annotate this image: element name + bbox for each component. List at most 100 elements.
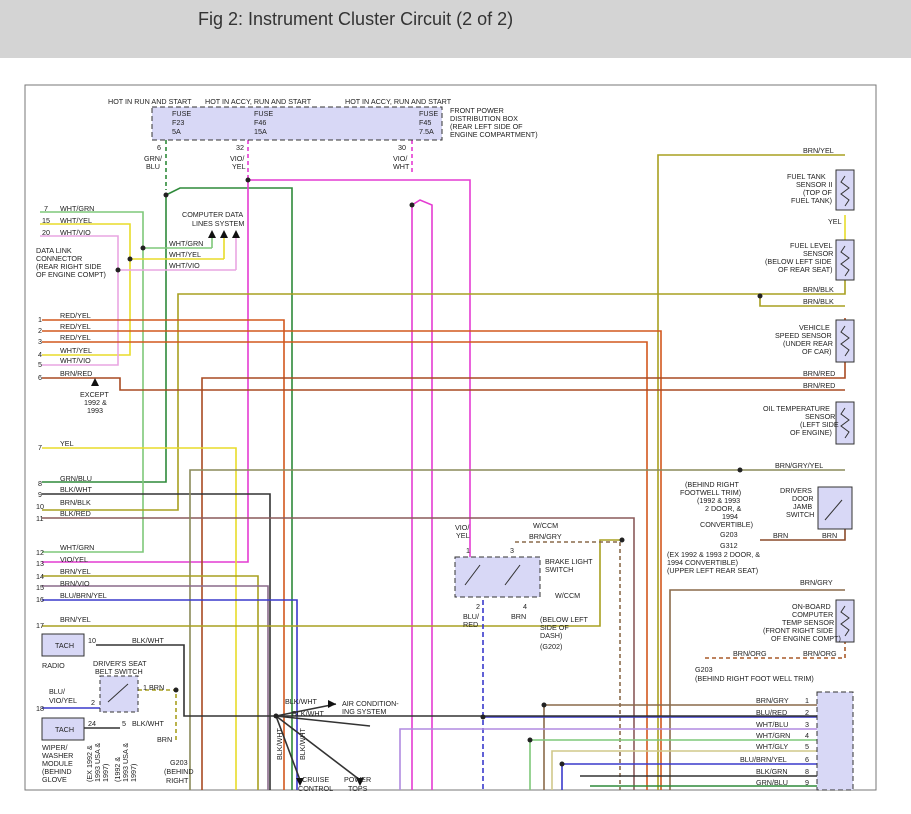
tach-box — [41, 633, 85, 657]
brake-below-2: SIDE OF — [540, 623, 569, 632]
pin-11: 11 — [36, 514, 43, 523]
dlc-wire-20: WHT/VIO — [60, 228, 91, 237]
brake-below-4: (G202) — [540, 642, 562, 651]
wire-pink-main — [248, 179, 471, 560]
door-note-l2: FOOTWELL TRIM) — [680, 488, 741, 497]
seat-belt-l2: BELT SWITCH — [95, 667, 143, 676]
sensor-symbols — [107, 175, 850, 703]
conn-9-wire: GRN/BLU — [756, 778, 788, 787]
conn-4-num: 4 — [805, 731, 809, 740]
pin-3: 3 — [38, 337, 42, 346]
fuse-f23-pin: 6 — [157, 143, 161, 152]
wire-red-yel-1 — [42, 319, 285, 790]
radio-label: RADIO — [42, 661, 65, 670]
computer-data-l2: LINES SYSTEM — [192, 219, 244, 228]
wire-blk-wht-9 — [42, 493, 271, 790]
pin-7: 7 — [38, 443, 42, 452]
power-box — [151, 106, 443, 141]
wire-brn-gry-obc — [669, 589, 845, 790]
figure-title: Fig 2: Instrument Cluster Circuit (2 of … — [198, 9, 514, 29]
wire-brn-org — [702, 640, 846, 659]
pin-15-wire: BRN/VIO — [60, 579, 90, 588]
pin-6-wire: BRN/RED — [60, 369, 92, 378]
vss-l2: SPEED SENSOR — [775, 331, 832, 340]
wire-pink-f45b — [411, 199, 433, 790]
oil-l3: (LEFT SIDE — [800, 420, 839, 429]
brake-pin-1: 1 — [466, 546, 470, 555]
pin-12: 12 — [36, 548, 44, 557]
brake-blu-b: RED — [463, 620, 478, 629]
obc-ground: G203 — [695, 665, 713, 674]
door-note2-l3: (UPPER LEFT REAR SEAT) — [667, 566, 758, 575]
vss-l3: (UNDER REAR — [783, 339, 833, 348]
obc-wire: BRN/GRY — [800, 578, 833, 587]
tach2-label: TACH — [55, 725, 74, 734]
wire-pink-left — [42, 180, 249, 563]
brake-pin-4: 4 — [523, 602, 527, 611]
obc-wire-g1: BRN/ORG — [733, 649, 767, 658]
pin-18: 18 — [36, 704, 44, 713]
dlc-l1: DATA LINK — [36, 246, 72, 255]
wiper-l2: WASHER — [42, 751, 73, 760]
door-note2-l1: (EX 1992 & 1993 2 DOOR, & — [667, 550, 760, 559]
label-hot-run-start: HOT IN RUN AND START — [108, 97, 192, 106]
pin-5b: 5 — [122, 719, 126, 728]
wire-blk-red-11 — [42, 517, 635, 790]
data-wire-vio: WHT/VIO — [169, 261, 200, 270]
wiper-l5: GLOVE — [42, 775, 67, 784]
pin-2: 2 — [38, 326, 42, 335]
figure-header: Fig 2: Instrument Cluster Circuit (2 of … — [0, 0, 911, 58]
seat-belt-box — [99, 675, 139, 713]
small-brn: BRN — [157, 735, 172, 744]
vss-wire-b: BRN/RED — [803, 381, 835, 390]
dlc-wire-7: WHT/GRN — [60, 204, 94, 213]
diagram-frame — [24, 84, 877, 791]
cruise-l1: CRUISE — [302, 775, 329, 784]
door-note-l5: 1994 — [722, 512, 738, 521]
pin-13-wire: VIO/YEL — [60, 555, 88, 564]
conn-1-wire: BRN/GRY — [756, 696, 789, 705]
g203-l1: G203 — [170, 758, 188, 767]
fuel-level-l3: (BELOW LEFT SIDE — [765, 257, 832, 266]
f45-wire-b: WHT — [393, 162, 410, 171]
fuel-tank-wire-top: BRN/YEL — [803, 146, 834, 155]
pin-12-wire: WHT/GRN — [60, 543, 94, 552]
f23-wire-a: GRN/ — [144, 154, 162, 163]
fuel-level-l1: FUEL LEVEL — [790, 241, 832, 250]
brake-brn-gry: BRN/GRY — [529, 532, 562, 541]
conn-6-wire: BLU/BRN/YEL — [740, 755, 787, 764]
wire-brn-yel-17 — [42, 539, 622, 627]
cruise-l2: CONTROL — [298, 784, 333, 793]
door-wire: BRN/GRY/YEL — [775, 461, 823, 470]
wire-ac-1 — [275, 703, 337, 717]
pin-13: 13 — [36, 559, 44, 568]
vss-l4: OF CAR) — [802, 347, 832, 356]
brake-l2: SWITCH — [545, 565, 573, 574]
pin-5: 5 — [38, 360, 42, 369]
pin-10-wire: BRN/BLK — [60, 498, 91, 507]
rot-b-1: (1992 & — [113, 757, 122, 782]
wire-brn-yel-top — [657, 154, 845, 790]
fuel-tank-wire-mid: YEL — [828, 217, 842, 226]
door-note-l3: (1992 & 1993 — [697, 496, 740, 505]
wire-brn-gry-brake — [515, 541, 621, 790]
wire-dlc-wht-yel — [40, 223, 131, 356]
fuel-level-wire-b: BRN/BLK — [803, 297, 834, 306]
conn-3-wire: WHT/BLU — [756, 720, 788, 729]
ac-l1: AIR CONDITION- — [342, 699, 399, 708]
brake-wccm-top: W/CCM — [533, 521, 558, 530]
pin-8: 8 — [38, 479, 42, 488]
door-note-l6: CONVERTIBLE) — [700, 520, 753, 529]
rot-b-3: 1997) — [129, 764, 138, 782]
brake-pin-3: 3 — [510, 546, 514, 555]
wire-conn-3 — [399, 728, 817, 790]
pin-17: 17 — [36, 621, 44, 630]
wire-brn-vio-15 — [42, 585, 269, 790]
dlc-wire-15: WHT/YEL — [60, 216, 92, 225]
door-l2: DOOR — [792, 494, 814, 503]
oil-l4: OF ENGINE) — [790, 428, 832, 437]
ac-w4: BLK/WHT — [298, 727, 307, 760]
wire-brn-yel-14 — [42, 575, 259, 790]
label-hot-accy-2: HOT IN ACCY, RUN AND START — [345, 97, 452, 106]
except-l3: 1993 — [87, 406, 103, 415]
